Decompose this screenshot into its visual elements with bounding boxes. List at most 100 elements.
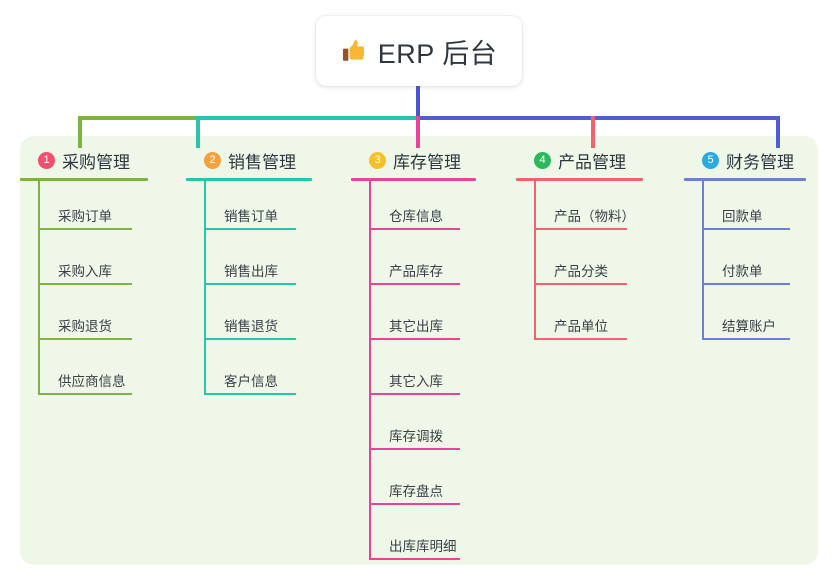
list-item-label: 采购订单: [58, 209, 112, 224]
background-panel: [20, 136, 818, 565]
column-4: 4 产品管理产品（物料） 产品分类产品单位: [516, 148, 676, 346]
list-item[interactable]: 其它入库: [369, 346, 501, 401]
column-spine-5: [702, 181, 704, 340]
column-title-4: 产品管理: [558, 152, 626, 172]
list-item[interactable]: 销售退货: [204, 291, 336, 346]
list-item[interactable]: 付款单: [702, 236, 824, 291]
column-header-2[interactable]: 2 销售管理: [186, 148, 336, 172]
list-item-label: 销售出库: [224, 264, 278, 279]
column-title-5: 财务管理: [726, 152, 794, 172]
list-item[interactable]: 产品分类: [534, 236, 676, 291]
root-node-content: ERP 后台: [341, 32, 498, 71]
list-item[interactable]: 仓库信息: [369, 181, 501, 236]
list-item-rule: [40, 283, 132, 285]
list-item[interactable]: 库存盘点: [369, 456, 501, 511]
list-item-label: 库存盘点: [389, 484, 443, 499]
list-item-label: 仓库信息: [389, 209, 443, 224]
list-item[interactable]: 采购入库: [38, 236, 170, 291]
list-item-rule: [371, 228, 460, 230]
list-item[interactable]: 采购退货: [38, 291, 170, 346]
column-badge-1: 1: [38, 151, 55, 169]
list-item-label: 销售订单: [224, 209, 278, 224]
root-node[interactable]: ERP 后台: [316, 16, 522, 86]
list-item-label: 产品分类: [554, 264, 608, 279]
column-3: 3 库存管理仓库信息产品库存其它出库其它入库库存调拨库存盘点出库库明细: [351, 148, 501, 566]
list-item-rule: [371, 558, 460, 560]
list-item-rule: [536, 228, 627, 230]
column-rule-4: [516, 178, 643, 181]
root-title: ERP 后台: [377, 38, 498, 69]
column-rule-5: [684, 178, 806, 181]
column-2: 2 销售管理销售订单销售出库销售退货客户信息: [186, 148, 336, 401]
list-item-label: 采购退货: [58, 319, 112, 334]
list-item[interactable]: 库存调拨: [369, 401, 501, 456]
list-item-label: 产品库存: [389, 264, 443, 279]
column-rule-3: [351, 178, 476, 181]
list-item[interactable]: 回款单: [702, 181, 824, 236]
list-item-label: 产品单位: [554, 319, 608, 334]
column-title-3: 库存管理: [393, 152, 461, 172]
column-spine-1: [38, 181, 40, 395]
list-item[interactable]: 结算账户: [702, 291, 824, 346]
list-item[interactable]: 其它出库: [369, 291, 501, 346]
column-badge-2: 2: [204, 151, 221, 169]
column-5: 5 财务管理回款单付款单结算账户: [684, 148, 824, 346]
column-spine-2: [204, 181, 206, 395]
list-item-rule: [371, 393, 460, 395]
column-title-2: 销售管理: [228, 152, 296, 172]
column-header-4[interactable]: 4 产品管理: [516, 148, 676, 172]
list-item-label: 库存调拨: [389, 429, 443, 444]
list-item-label: 出库库明细: [389, 539, 457, 554]
list-item-rule: [206, 393, 296, 395]
column-items-2: 销售订单销售出库销售退货客户信息: [186, 181, 336, 401]
list-item-rule: [206, 338, 296, 340]
column-badge-5: 5: [702, 151, 719, 169]
list-item-label: 付款单: [722, 264, 763, 279]
list-item[interactable]: 客户信息: [204, 346, 336, 401]
list-item[interactable]: 产品库存: [369, 236, 501, 291]
column-rule-2: [186, 178, 312, 181]
list-item[interactable]: 销售订单: [204, 181, 336, 236]
list-item[interactable]: 供应商信息: [38, 346, 170, 401]
thumbs-up-icon: [341, 38, 367, 64]
list-item-label: 回款单: [722, 209, 763, 224]
column-rule-1: [20, 178, 148, 181]
list-item-rule: [371, 338, 460, 340]
list-item[interactable]: 产品单位: [534, 291, 676, 346]
list-item-rule: [536, 283, 627, 285]
column-header-3[interactable]: 3 库存管理: [351, 148, 501, 172]
column-items-4: 产品（物料） 产品分类产品单位: [516, 181, 676, 346]
list-item-rule: [40, 228, 132, 230]
list-item-label: 供应商信息: [58, 374, 126, 389]
list-item-label: 结算账户: [722, 319, 776, 334]
list-item-label: 产品（物料）: [554, 209, 635, 224]
list-item[interactable]: 出库库明细: [369, 511, 501, 566]
list-item[interactable]: 产品（物料）: [534, 181, 676, 236]
list-item-rule: [371, 283, 460, 285]
column-badge-4: 4: [534, 151, 551, 169]
column-badge-3: 3: [369, 151, 386, 169]
list-item-rule: [206, 228, 296, 230]
column-spine-4: [534, 181, 536, 340]
list-item-rule: [704, 338, 790, 340]
list-item-rule: [40, 393, 132, 395]
list-item-rule: [536, 338, 627, 340]
list-item-label: 销售退货: [224, 319, 278, 334]
column-header-1[interactable]: 1 采购管理: [20, 148, 170, 172]
list-item[interactable]: 销售出库: [204, 236, 336, 291]
list-item-rule: [206, 283, 296, 285]
column-header-5[interactable]: 5 财务管理: [684, 148, 824, 172]
list-item[interactable]: 采购订单: [38, 181, 170, 236]
column-1: 1 采购管理采购订单采购入库采购退货供应商信息: [20, 148, 170, 401]
list-item-rule: [371, 448, 460, 450]
list-item-label: 客户信息: [224, 374, 278, 389]
list-item-rule: [371, 503, 460, 505]
column-items-1: 采购订单采购入库采购退货供应商信息: [20, 181, 170, 401]
list-item-label: 其它入库: [389, 374, 443, 389]
column-title-1: 采购管理: [62, 152, 130, 172]
list-item-rule: [704, 283, 790, 285]
list-item-rule: [40, 338, 132, 340]
column-spine-3: [369, 181, 371, 560]
list-item-label: 采购入库: [58, 264, 112, 279]
